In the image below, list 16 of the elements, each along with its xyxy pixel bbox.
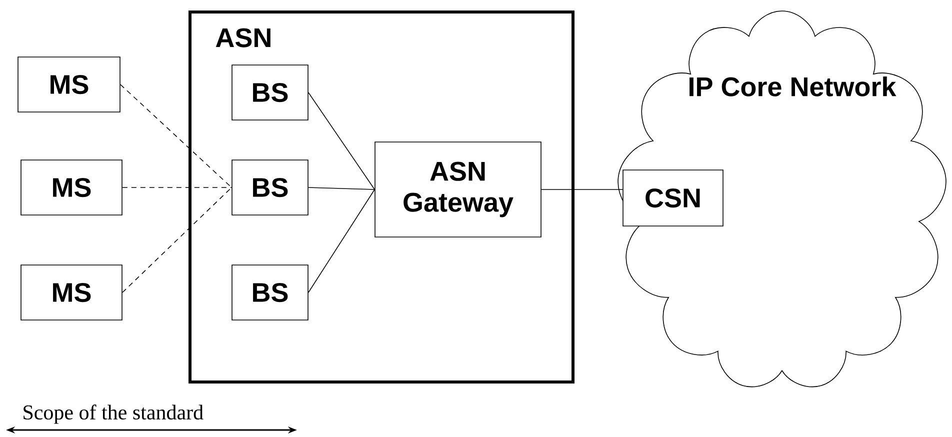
process-box: MS xyxy=(20,160,122,216)
process-box: MS xyxy=(20,264,122,320)
label-text: Scope of the standard xyxy=(24,404,204,424)
connector-line xyxy=(541,189,623,190)
process-box: BS xyxy=(232,264,308,320)
dashed-line xyxy=(120,84,232,188)
process-box: ASN Gateway xyxy=(374,142,542,238)
process-box: BS xyxy=(232,64,308,120)
process-box: MS xyxy=(18,56,120,112)
connector-line xyxy=(308,92,375,190)
process-box: CSN xyxy=(622,170,724,226)
dashed-line xyxy=(122,187,232,188)
connector-line xyxy=(308,187,375,190)
process-box: BS xyxy=(232,160,308,216)
dashed-line xyxy=(122,187,232,293)
connector-line xyxy=(308,189,375,293)
